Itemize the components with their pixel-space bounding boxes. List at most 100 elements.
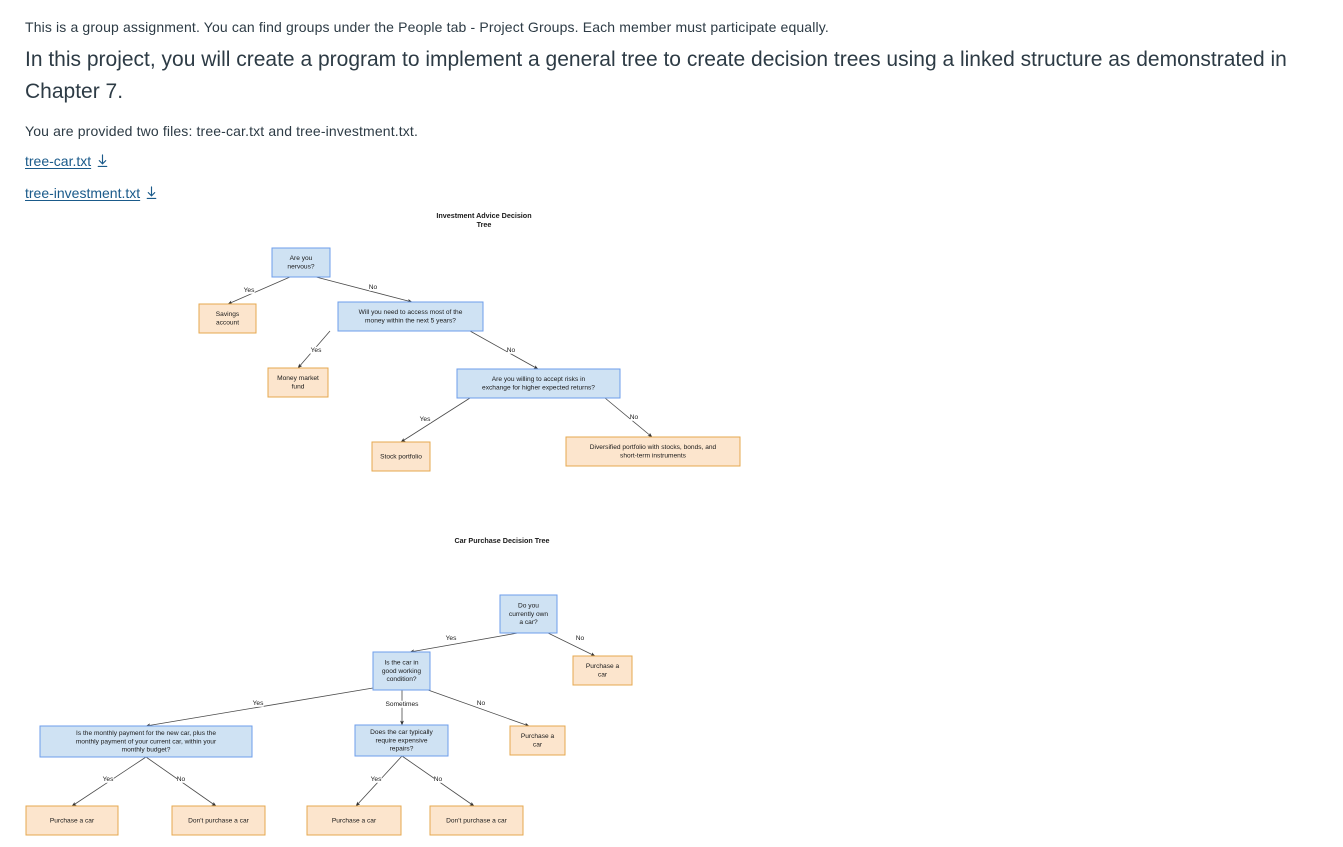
edge-label: Yes [420,416,431,423]
file-link-tree-car[interactable]: tree-car.txt [25,153,92,169]
diagram-title: Tree [477,220,492,229]
edge-line [227,276,291,305]
edge-label: No [576,635,585,642]
tree-node: Purchase a car [306,805,402,836]
edge-label: No [434,776,443,783]
file-link-tree-investment[interactable]: tree-investment.txt [25,185,141,201]
node-label: Are you [290,255,313,262]
tree-node: Purchase a car [25,805,119,836]
edge-label: No [369,284,378,291]
node-label: car [598,671,608,678]
edge-label-backdrop [243,286,255,294]
node-label: monthly budget? [122,746,171,753]
tree-node: Don't purchase a car [429,805,524,836]
tree-edge: No [315,276,413,303]
edge-label-backdrop [177,775,185,783]
node-label: Purchase a [586,663,620,670]
edge-label-backdrop [102,775,114,783]
decision-node-box [39,725,253,758]
outcome-node-box [25,805,119,836]
node-label: nervous? [287,263,314,270]
edge-label: Yes [253,700,264,707]
edge-line [315,276,413,303]
tree-edge: Yes [71,756,147,807]
edge-label-backdrop [477,699,485,707]
edge-label: No [507,347,516,354]
node-label: good working [382,668,422,675]
node-label: require expensive [375,737,427,744]
edge-label-backdrop [384,700,420,708]
edge-line [604,397,653,438]
edge-label-backdrop [445,634,457,642]
edge-label: Yes [371,776,382,783]
outcome-node-box [371,441,431,472]
edge-label-backdrop [630,413,638,421]
node-label: Are you willing to accept risks in [492,376,586,383]
tree-edge: Yes [145,687,374,728]
tree-edge: Yes [409,632,519,654]
decision-node-box [499,594,558,634]
edge-label-backdrop [370,775,382,783]
node-label: Purchase a car [50,817,95,824]
file-link-row[interactable]: tree-car.txt [25,153,109,169]
download-icon[interactable] [145,185,158,201]
edge-label-backdrop [310,346,322,354]
project-description: In this project, you will create a progr… [25,48,1287,103]
tree-edge: No [604,397,653,438]
outcome-node-box [572,655,633,686]
node-label: money within the next 5 years? [365,317,456,324]
edge-line [409,632,519,654]
node-label: Don't purchase a car [188,817,249,824]
tree-node: Don't purchase a car [171,805,266,836]
decision-node-box [271,247,331,278]
edge-label-backdrop [507,346,515,354]
node-label: Is the car in [384,660,418,667]
node-label: Money market [277,375,319,382]
edge-label-backdrop [576,634,584,642]
tree-edge: Yes [400,397,471,443]
tree-node: Will you need to access most of themoney… [337,301,484,332]
outcome-node-box [171,805,266,836]
node-label: condition? [386,676,416,683]
file-link-row[interactable]: tree-investment.txt [25,185,158,201]
files-note: You are provided two files: tree-car.txt… [25,123,418,139]
tree-edge: No [427,689,530,727]
edge-label-backdrop [369,283,377,291]
edge-label-backdrop [434,775,442,783]
node-label: Does the car typically [370,729,433,736]
node-label: Stock portfolio [380,453,422,460]
decision-node-box [354,724,449,757]
outcome-node-box [306,805,402,836]
edge-label: Sometimes [386,701,420,708]
decision-node-box [337,301,484,332]
edge-label: No [477,700,486,707]
node-label: exchange for higher expected returns? [482,384,595,391]
edge-label: No [630,414,639,421]
tree-node: Stock portfolio [371,441,431,472]
edge-line [427,689,530,727]
outcome-node-box [509,725,566,756]
outcome-node-box [565,436,741,467]
edge-line [469,330,539,370]
node-label: account [216,319,239,326]
tree-edge: Yes [355,755,403,807]
node-label: currently own [509,611,549,618]
edge-label: Yes [311,347,322,354]
node-label: Purchase a car [332,817,377,824]
node-label: Do you [518,603,539,610]
node-label: Diversified portfolio with stocks, bonds… [590,444,717,451]
download-icon[interactable] [96,153,109,169]
node-label: fund [292,383,305,390]
decision-node-box [372,651,431,691]
intro-paragraph: This is a group assignment. You can find… [25,19,829,35]
outcome-node-box [198,303,257,334]
